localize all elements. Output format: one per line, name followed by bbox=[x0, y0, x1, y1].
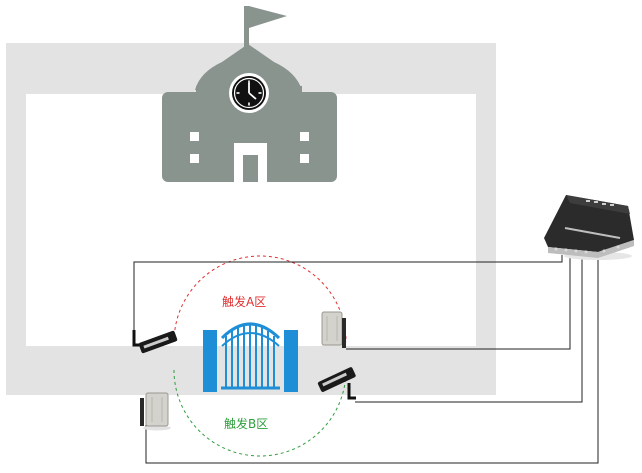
wire-camera-b bbox=[355, 255, 583, 403]
flag-icon bbox=[249, 6, 287, 28]
clock-icon bbox=[229, 73, 269, 113]
trigger-zone-a-boundary bbox=[173, 255, 347, 343]
antenna-reader-icon bbox=[319, 311, 347, 350]
campus-wall bbox=[6, 43, 496, 395]
trigger-zone-a-label: 触发A区 bbox=[222, 295, 267, 309]
building-door bbox=[243, 155, 258, 182]
wire-reader-a bbox=[346, 255, 571, 350]
signal-wires bbox=[133, 255, 599, 464]
camera-icon bbox=[317, 367, 356, 400]
gate-icon bbox=[203, 322, 298, 392]
trigger-zone-b-boundary bbox=[173, 369, 347, 457]
antenna-reader-icon bbox=[140, 392, 171, 431]
wire-reader-b bbox=[145, 255, 599, 464]
trigger-zone-b-label: 触发B区 bbox=[224, 417, 269, 431]
controller-device-icon bbox=[544, 195, 634, 260]
camera-icon bbox=[132, 330, 178, 354]
flag-pole bbox=[244, 6, 249, 48]
wire-camera-a bbox=[133, 255, 563, 335]
